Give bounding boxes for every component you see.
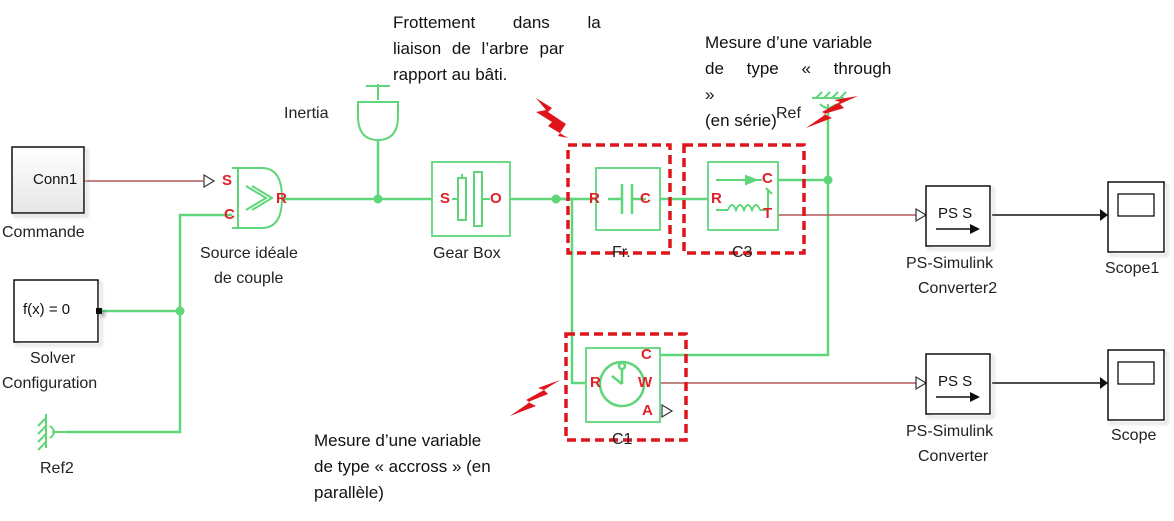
highlight-c1 [564,332,688,442]
arrow-scope1-icon [1100,209,1108,221]
c3-sensor-block[interactable] [707,161,779,231]
input-port-source-icon [203,173,216,189]
gearbox-port-o: O [490,190,502,207]
ref-label: Ref [776,105,801,122]
annotation-through-line2: de type « through » [705,59,892,104]
source-label-1: Source idéale [200,245,298,262]
junction-dots [175,175,833,316]
gearbox-block[interactable] [431,161,511,237]
highlight-friction [566,143,672,255]
friction-label: Fr. [612,244,631,261]
scope1-label: Scope1 [1105,260,1160,277]
ps2-label-1: PS-Simulink [906,255,994,272]
arrow-scope-icon [1100,377,1108,389]
ps2-label-2: Converter2 [918,280,998,297]
solver-text: f(x) = 0 [23,301,71,318]
ref2-label: Ref2 [40,460,74,477]
scope-label: Scope [1111,427,1157,444]
source-port-s: S [222,172,233,189]
input-port-ps2-icon [915,207,928,223]
input-port-ps1-icon [915,375,928,391]
c1-sensor-block[interactable] [585,347,661,423]
ps-converter-block[interactable] [925,353,991,415]
annotation-across-line2: de type « accross » (en [314,457,491,476]
annotation-through: Mesure d’une variable de type « through … [705,30,923,134]
inertia-block[interactable] [357,84,399,142]
annotation-across-line1: Mesure d’une variable [314,431,482,450]
conn1-text: Conn1 [33,171,78,188]
conn1-block[interactable] [11,146,85,214]
annotation-across-line3: parallèle) [314,483,384,502]
friction-port-r: R [589,190,600,207]
annotation-through-line3: (en série) [705,111,777,130]
source-label-2: de couple [214,270,284,287]
solver-block[interactable] [13,279,102,343]
ps1-label-2: Converter [918,448,989,465]
ps-converter2-block[interactable] [925,185,991,247]
friction-port-c: C [640,190,651,207]
lightning-through-icon [806,96,858,128]
ps1-label-1: PS-Simulink [906,423,994,440]
annotation-friction-line1: Frottement dans la [393,13,601,32]
solver-label-2: Configuration [2,375,98,392]
c1-port-a: A [642,402,653,419]
lightning-friction-icon [536,98,568,138]
c3-port-r: R [711,190,722,207]
annotation-through-line1: Mesure d’une variable [705,33,873,52]
c1-port-c: C [641,346,652,363]
friction-block[interactable] [595,167,661,231]
inertia-label: Inertia [284,105,329,122]
c1-port-w: W [638,374,653,391]
scope-block[interactable] [1107,349,1165,421]
signal-lines [84,180,916,384]
annotation-friction-line2: liaison de l’arbre par [393,39,565,58]
scope1-block[interactable] [1107,181,1165,253]
torque-source-block[interactable] [232,167,284,229]
ps2-text: PS S [938,205,973,222]
lightning-across-icon [510,380,560,416]
c3-label: C3 [732,244,753,261]
c1-port-r: R [590,374,601,391]
source-port-r: R [276,190,287,207]
c1-label: C1 [612,431,633,448]
c3-port-t: T [763,205,773,222]
annotation-across: Mesure d’une variable de type « accross … [314,428,534,506]
gearbox-label: Gear Box [433,245,501,262]
annotation-friction-line3: rapport au bâti. [393,65,508,84]
source-port-c: C [224,206,235,223]
highlight-c3 [682,143,806,255]
gearbox-port-s: S [440,190,451,207]
ps1-text: PS S [938,373,973,390]
output-port-a-icon [661,403,674,419]
ref2-ground-icon[interactable] [37,414,66,451]
conn1-label: Commande [2,224,85,241]
line-branch-c1[interactable] [556,197,596,385]
c3-port-c: C [762,170,773,187]
line-source-to-ref2[interactable] [66,213,232,434]
solver-label-1: Solver [30,350,76,367]
annotation-friction: Frottement dans la liaison de l’arbre pa… [393,10,611,88]
